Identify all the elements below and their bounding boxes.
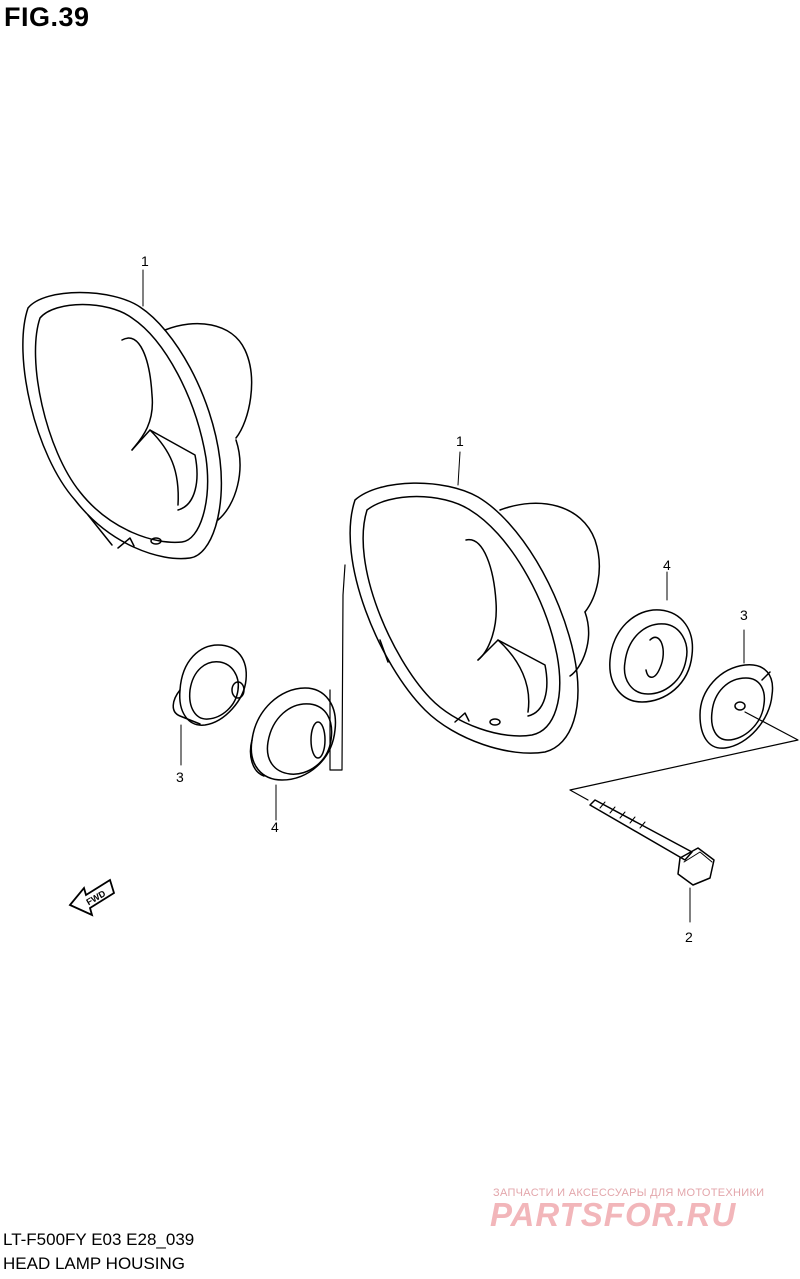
spacer-left[interactable] [172,644,247,766]
housing-left[interactable] [22,269,253,560]
watermark-tagline: ЗАПЧАСТИ И АКСЕССУАРЫ ДЛЯ МОТОТЕХНИКИ [493,1187,765,1199]
fwd-arrow: FWD [68,878,116,917]
diagram-name: HEAD LAMP HOUSING [3,1254,186,1273]
model-code: LT-F500FY E03 E28_039 [3,1230,195,1249]
figure-title: FIG.39 [4,2,90,32]
callout-grommet-right: 4 [663,557,671,573]
callout-spacer-left: 3 [176,769,184,785]
callout-grommet-left: 4 [271,819,279,835]
grommet-left[interactable] [249,687,337,821]
housing-center[interactable] [349,451,601,754]
grommet-right[interactable] [609,571,694,703]
callout-spacer-right: 3 [740,607,748,623]
callout-bolt: 2 [685,929,693,945]
callout-housing-left: 1 [141,253,149,269]
bolt[interactable] [589,799,715,923]
spacer-right[interactable] [699,629,774,749]
callout-housing-center: 1 [456,433,464,449]
watermark-logo: PARTSFOR.RU [490,1196,737,1233]
